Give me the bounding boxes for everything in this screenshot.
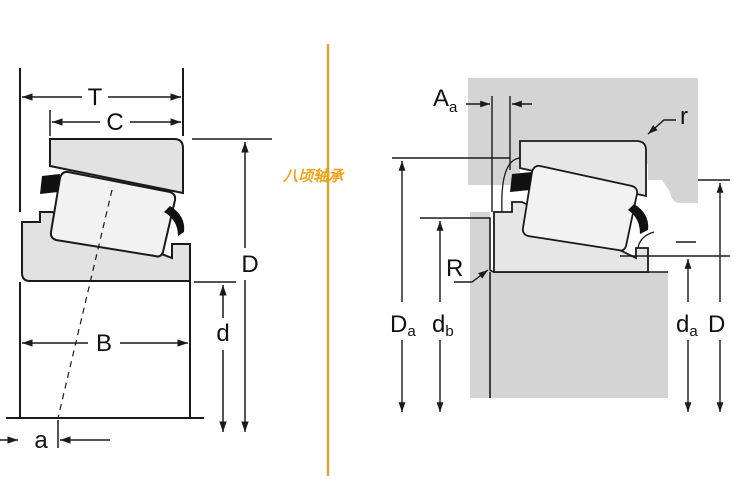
shaft bbox=[470, 212, 668, 398]
right-bearing-figure: Aa r R Da db da D bbox=[390, 78, 730, 412]
label-Aa: Aa bbox=[433, 85, 458, 116]
label-B: B bbox=[96, 330, 112, 357]
label-d: d bbox=[216, 320, 229, 347]
roller bbox=[49, 170, 177, 258]
left-bearing-figure: T C D d B a bbox=[0, 68, 272, 454]
label-D-right: D bbox=[708, 311, 725, 338]
label-a: a bbox=[34, 427, 48, 454]
label-r: r bbox=[680, 103, 688, 130]
outer-ring bbox=[49, 138, 184, 195]
label-da: da bbox=[676, 311, 698, 340]
right-roller bbox=[521, 164, 639, 252]
watermark-text: 八顷轴承 bbox=[282, 167, 345, 185]
label-R: R bbox=[446, 255, 463, 282]
label-Da: Da bbox=[390, 311, 416, 340]
label-T: T bbox=[88, 84, 103, 111]
cage-left bbox=[40, 174, 60, 194]
label-D: D bbox=[241, 251, 258, 278]
cage-right bbox=[164, 206, 185, 236]
label-C: C bbox=[106, 109, 123, 136]
housing bbox=[468, 78, 698, 203]
label-db: db bbox=[432, 311, 454, 340]
